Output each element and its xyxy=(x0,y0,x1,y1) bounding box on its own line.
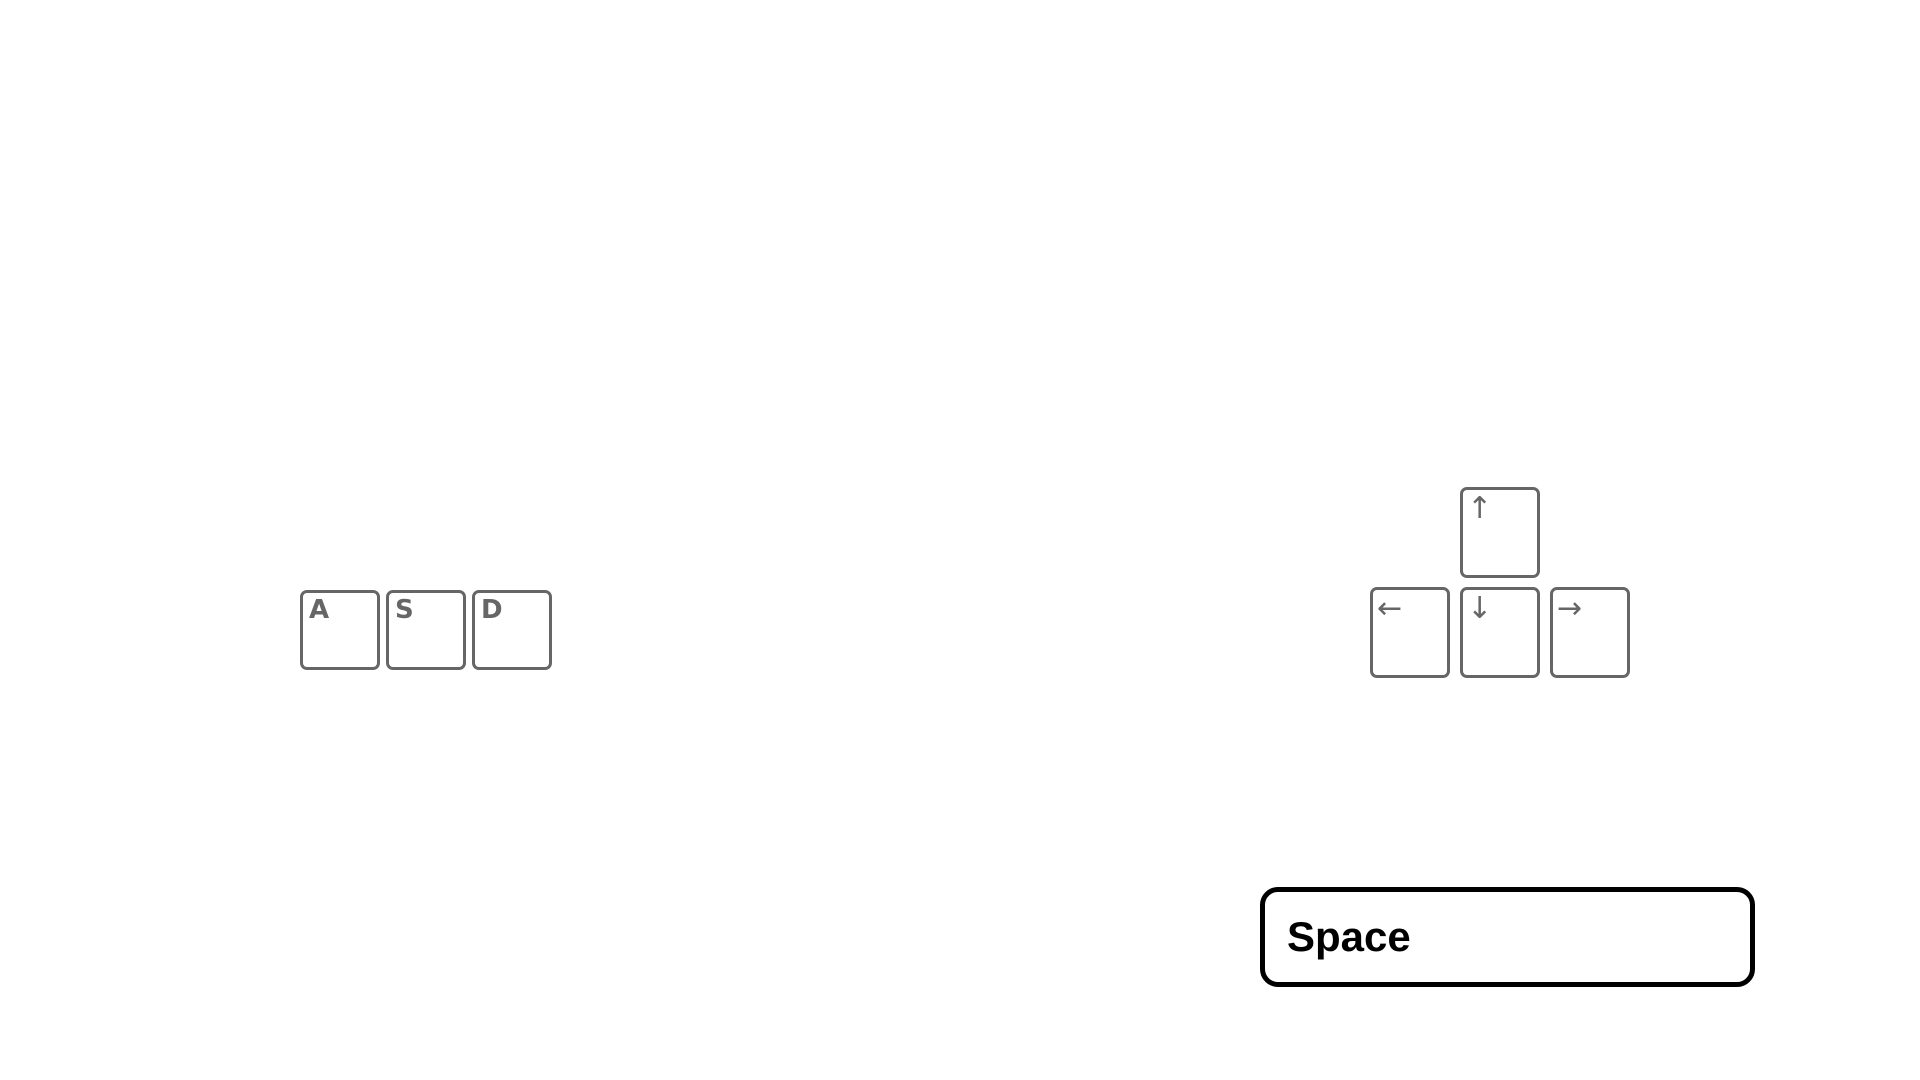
arrow-down-icon: ↓ xyxy=(1467,591,1493,626)
key-space: Space xyxy=(1260,887,1755,987)
key-s-label: S xyxy=(395,595,414,625)
key-a: A xyxy=(300,590,380,670)
key-left: ← xyxy=(1370,587,1450,678)
key-s: S xyxy=(386,590,466,670)
arrow-right-icon: → xyxy=(1557,591,1583,626)
key-d: D xyxy=(472,590,552,670)
arrow-left-icon: ← xyxy=(1377,591,1403,626)
key-down: ↓ xyxy=(1460,587,1540,678)
key-right: → xyxy=(1550,587,1630,678)
key-up: ↑ xyxy=(1460,487,1540,578)
key-d-label: D xyxy=(481,595,503,625)
key-space-label: Space xyxy=(1287,913,1411,960)
key-a-label: A xyxy=(309,595,330,625)
arrow-up-icon: ↑ xyxy=(1467,491,1493,526)
